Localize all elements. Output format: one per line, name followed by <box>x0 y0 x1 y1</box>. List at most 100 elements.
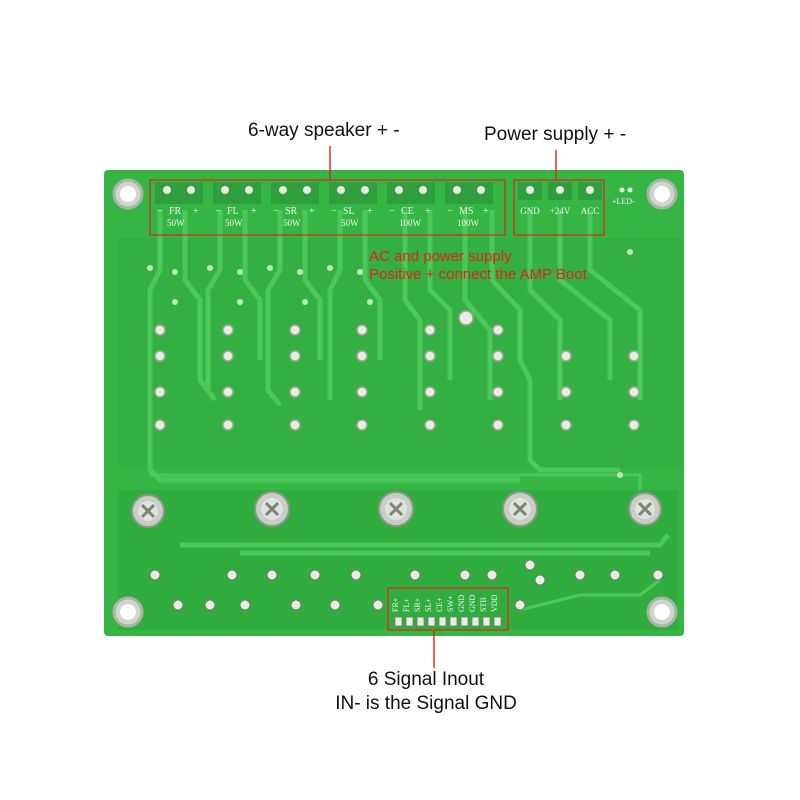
signal-callout-line-2: IN- is the Signal GND <box>335 693 517 714</box>
speaker-terminal-block: −FR+50W−FL+50W−SR+50W−SL+50W−CE+100W−MS+… <box>155 182 493 228</box>
speaker-terminal-sr: −SR +50W <box>271 182 319 228</box>
terminal-minus: − <box>157 206 163 217</box>
terminal-minus: − <box>273 206 279 217</box>
header-pin <box>405 616 414 627</box>
terminal-pin <box>556 186 564 194</box>
signal-pin-2: SR+ <box>413 597 425 627</box>
signal-pin-label: FL+ <box>402 598 411 612</box>
terminal-pin <box>163 186 171 194</box>
speaker-callout-label: 6-way speaker + - <box>248 120 400 141</box>
channel-power: 50W <box>167 218 185 228</box>
terminal-housing <box>213 182 261 204</box>
signal-pin-label: GND <box>457 594 466 612</box>
power-pin-2: ACC <box>578 182 602 216</box>
signal-callout: 6 Signal Inout IN- is the Signal GND <box>0 668 800 716</box>
terminal-plus: + <box>251 206 257 217</box>
signal-pin-8: STB <box>479 597 491 627</box>
annotation-line-1: AC and power supply <box>369 248 512 265</box>
signal-pin-5: SW+ <box>446 595 458 627</box>
terminal-minus: − <box>389 206 395 217</box>
speaker-terminal-sl: −SL +50W <box>329 182 377 228</box>
power-pin-0: GND <box>518 182 542 216</box>
annotation-line-2: Positive + connect the AMP Boot <box>369 266 588 283</box>
terminal-pin <box>361 186 369 194</box>
power-callout-label: Power supply + - <box>484 124 627 145</box>
terminal-housing <box>271 182 319 204</box>
terminal-pin <box>395 186 403 194</box>
terminal-housing <box>445 182 493 204</box>
header-pin <box>471 616 480 627</box>
terminal-housing <box>387 182 435 204</box>
mounting-holes <box>112 178 678 628</box>
terminal-plus: + <box>193 206 199 217</box>
power-pin-label: ACC <box>581 206 600 216</box>
signal-pin-label: CE+ <box>435 597 444 612</box>
pcb-inner-area <box>118 238 682 468</box>
terminal-plus: + <box>483 206 489 217</box>
header-pin <box>438 616 447 627</box>
terminal-plus: + <box>425 206 431 217</box>
power-pin-1: +24V <box>548 182 572 216</box>
terminal-plus: + <box>309 206 315 217</box>
channel-name: SL <box>343 206 355 217</box>
terminal-housing <box>329 182 377 204</box>
channel-power: 50W <box>225 218 243 228</box>
terminal-pin <box>586 186 594 194</box>
speaker-terminal-ce: −CE+100W <box>387 182 435 228</box>
terminal-housing <box>155 182 203 204</box>
signal-pin-3: SL+ <box>424 598 436 627</box>
screws <box>131 491 662 528</box>
signal-pin-label: VDD <box>490 594 499 612</box>
signal-pin-9: VDD <box>490 594 502 627</box>
terminal-pin <box>221 186 229 194</box>
signal-pin-label: SR+ <box>413 597 422 612</box>
channel-name: FR <box>169 206 182 217</box>
pcb-pads <box>154 310 640 431</box>
terminal-pin <box>245 186 253 194</box>
terminal-minus: − <box>331 206 337 217</box>
signal-pin-0: FR+ <box>391 597 403 627</box>
signal-pin-1: FL+ <box>402 598 414 627</box>
signal-callout-line-1: 6 Signal Inout <box>367 669 485 690</box>
signal-pin-7: GND <box>468 594 480 627</box>
terminal-pin <box>419 186 427 194</box>
header-pin <box>460 616 469 627</box>
signal-pin-label: STB <box>479 597 488 612</box>
power-pin-label: GND <box>520 206 540 216</box>
terminal-pin <box>279 186 287 194</box>
header-pin <box>416 616 425 627</box>
callout-lines <box>329 146 557 668</box>
channel-power: 100W <box>457 218 480 228</box>
power-terminal-block: GND +24V ACC <box>518 182 602 216</box>
terminal-pin <box>477 186 485 194</box>
bottom-components <box>149 559 664 611</box>
header-pin <box>493 616 502 627</box>
channel-power: 50W <box>283 218 301 228</box>
pcb-vias <box>147 249 633 478</box>
terminal-pin <box>453 186 461 194</box>
channel-name: CE <box>401 206 414 217</box>
channel-power: 50W <box>341 218 359 228</box>
header-pin <box>427 616 436 627</box>
signal-pin-label: SL+ <box>424 598 433 612</box>
led-label: +LED- <box>612 197 635 206</box>
signal-pin-label: FR+ <box>391 597 400 612</box>
speaker-terminal-box <box>149 179 506 236</box>
terminal-minus: − <box>215 206 221 217</box>
header-pin <box>482 616 491 627</box>
speaker-terminal-ms: −MS+100W <box>445 182 493 228</box>
channel-name: SR <box>285 206 298 217</box>
speaker-terminal-fr: −FR +50W <box>155 182 203 228</box>
terminal-pin <box>303 186 311 194</box>
signal-header-box <box>387 587 509 631</box>
channel-name: FL <box>227 206 239 217</box>
pcb-traces <box>147 210 670 612</box>
power-pin-label: +24V <box>550 206 571 216</box>
signal-pin-label: SW+ <box>446 595 455 612</box>
terminal-plus: + <box>367 206 373 217</box>
signal-pin-6: GND <box>457 594 469 627</box>
terminal-minus: − <box>447 206 453 217</box>
speaker-terminal-fl: −FL +50W <box>213 182 261 228</box>
